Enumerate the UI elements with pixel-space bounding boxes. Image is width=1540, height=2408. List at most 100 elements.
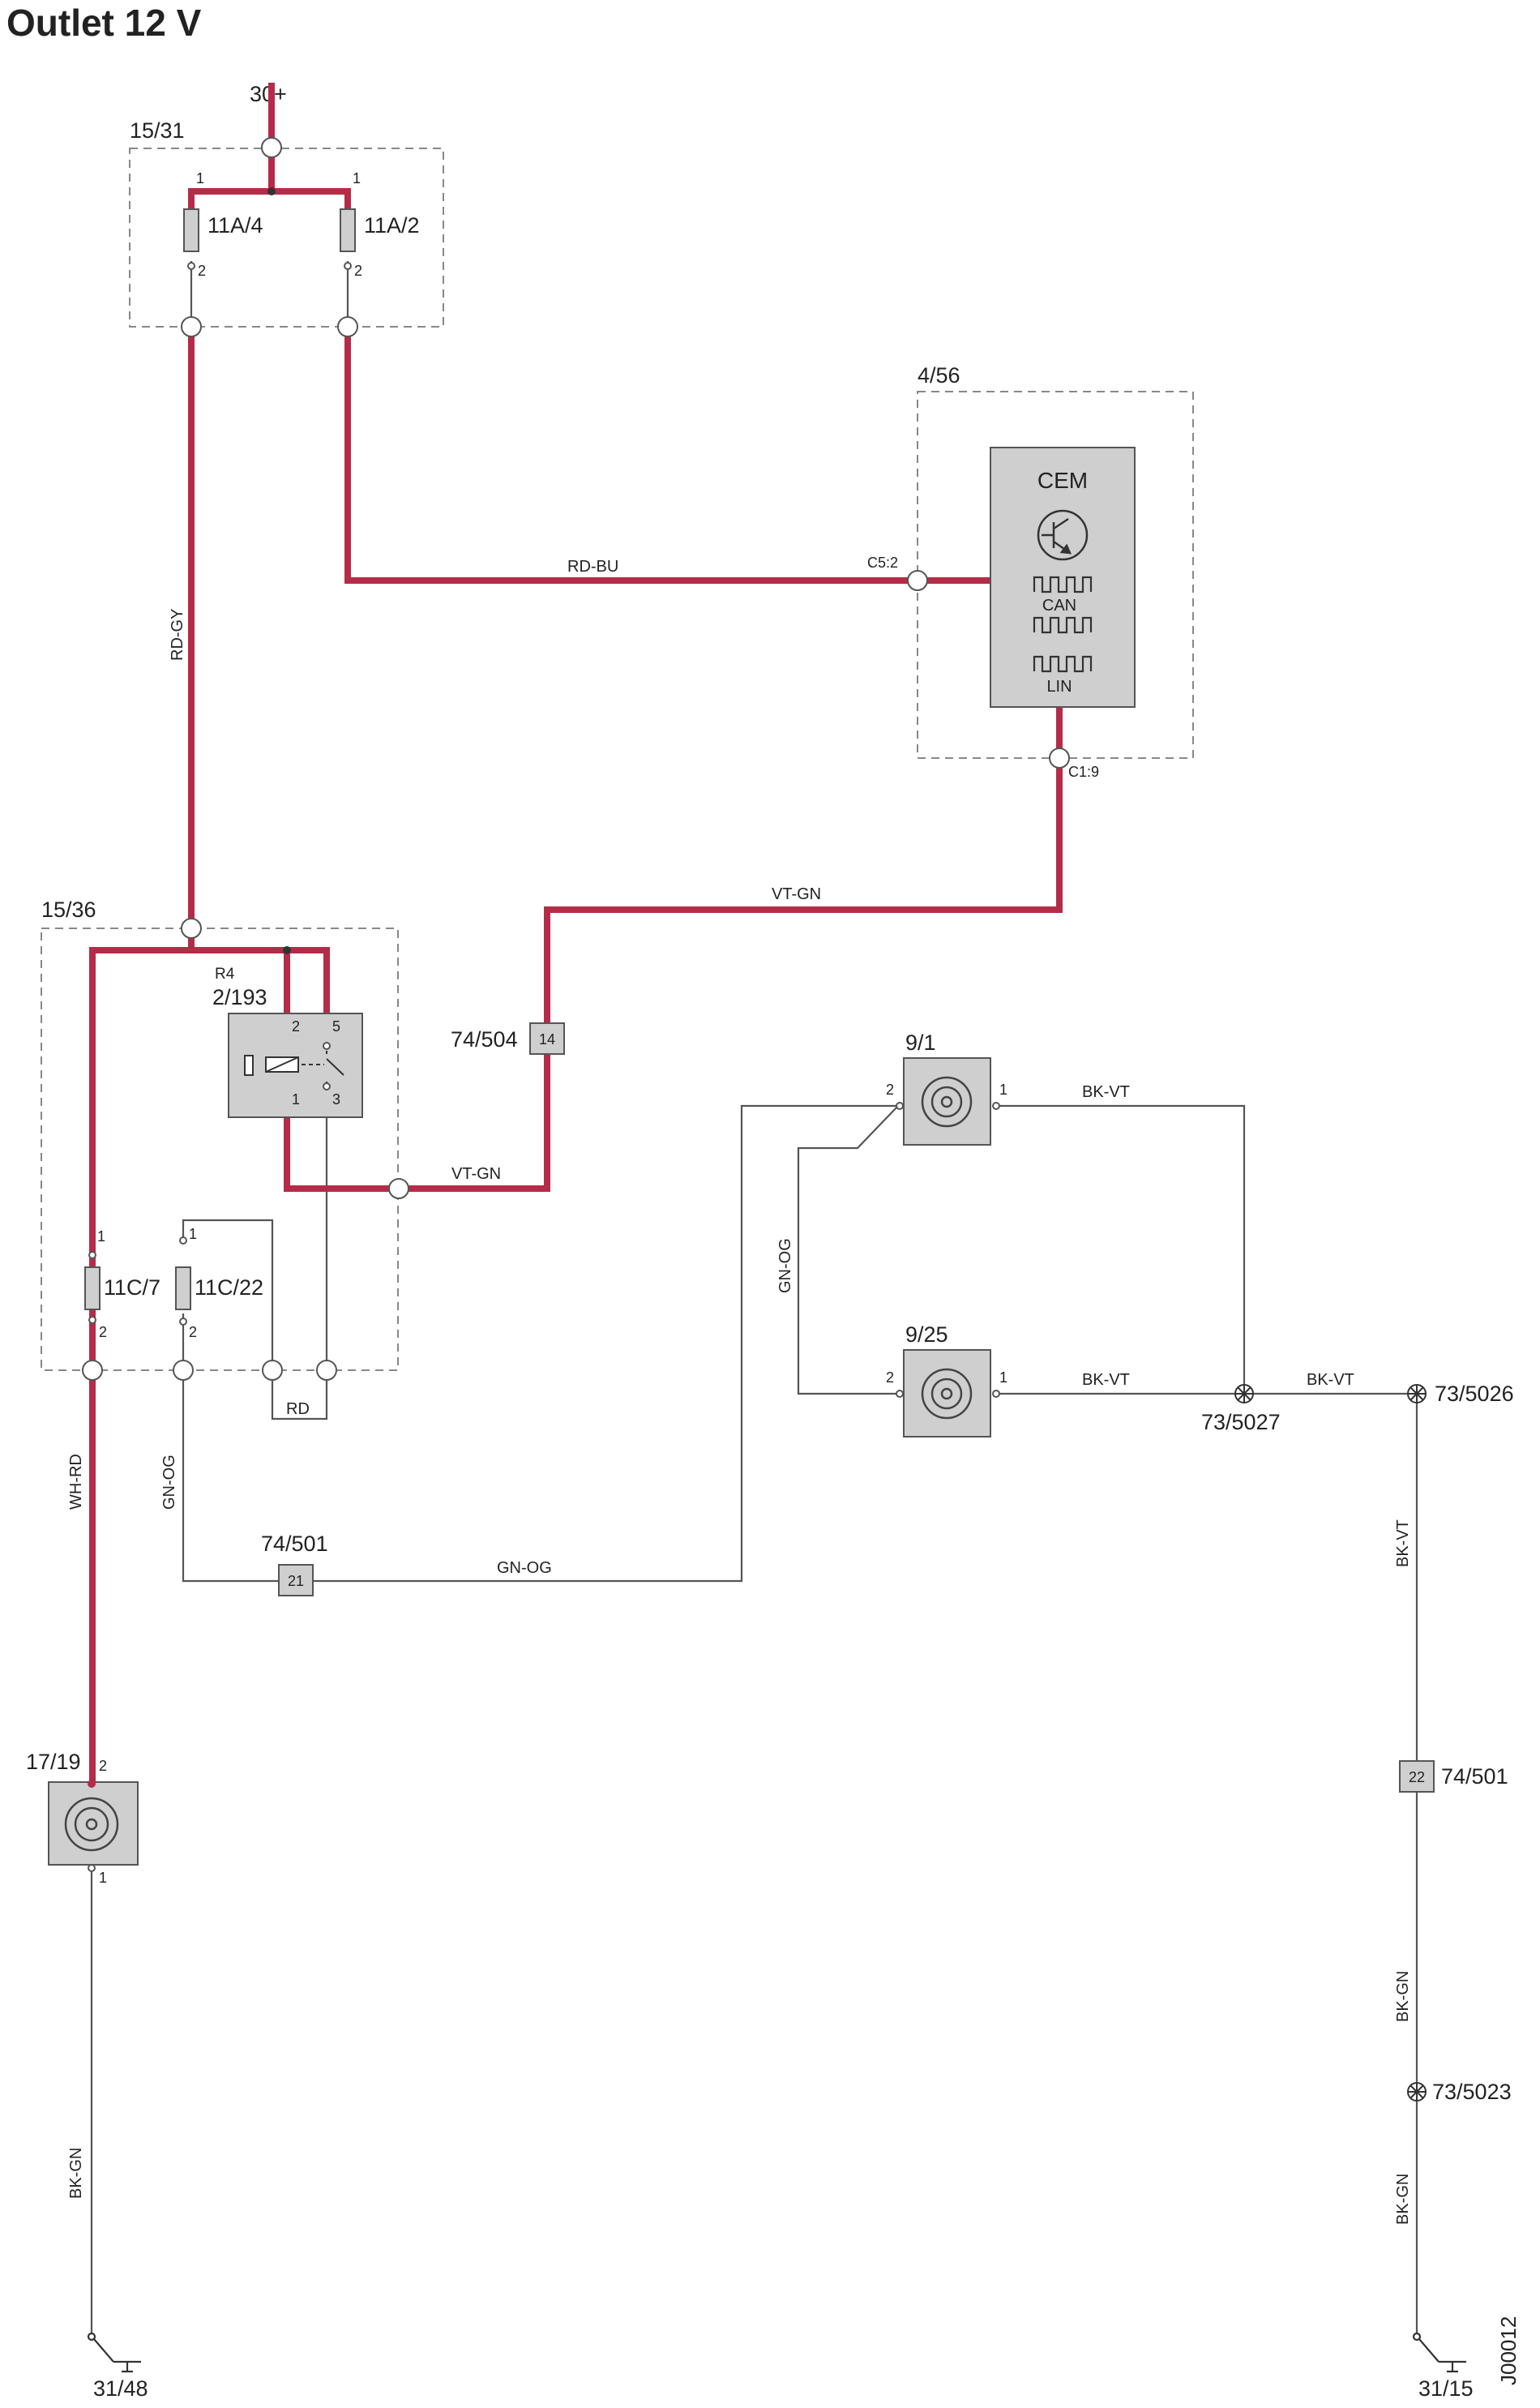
- label-connector-74-501a: 74/501: [261, 1532, 328, 1556]
- label-ground-left: 31/48: [93, 2376, 148, 2401]
- outlet-17-19[interactable]: [48, 1781, 139, 1866]
- pin-11a2-1: 1: [353, 170, 361, 186]
- fuse-11c22-pin2: [179, 1318, 187, 1326]
- wire-box-b-bus: [89, 947, 330, 1370]
- label-wire-gn-og-mid: GN-OG: [776, 1238, 794, 1293]
- label-connector-74-504: 74/504: [451, 1027, 518, 1052]
- pin-9-1-1: 1: [999, 1082, 1007, 1098]
- label-ground-right: 31/15: [1418, 2376, 1474, 2401]
- label-fuse-box-b: 15/36: [41, 898, 96, 922]
- junction-fuse-bus: [267, 187, 276, 195]
- connector-box-b-vt-gn: [388, 1178, 409, 1199]
- cem-module: [990, 447, 1136, 708]
- fuse-box-a-frame: [129, 148, 444, 328]
- wire-gn-og-route: [182, 1104, 898, 1583]
- label-fuse-11a4: 11A/4: [207, 213, 263, 238]
- can-label: CAN: [1042, 597, 1076, 615]
- label-cem-box: 4/56: [918, 363, 960, 388]
- connector-box-b-out3: [262, 1360, 283, 1381]
- label-relay-tag: R4: [215, 966, 235, 983]
- connector-74-501-pin21: [278, 1564, 314, 1596]
- fuse-11c7-pin2: [88, 1316, 96, 1324]
- outlet-socket-icon: [921, 1076, 973, 1128]
- label-wire-vt-gn-bottom: VT-GN: [451, 1165, 501, 1183]
- connector-box-b-out4: [316, 1360, 337, 1381]
- label-relay: 2/193: [212, 985, 267, 1009]
- pin-9-1-2: 2: [886, 1082, 894, 1098]
- label-wire-gn-og-left: GN-OG: [160, 1455, 178, 1510]
- label-wire-vt-gn-top: VT-GN: [772, 885, 821, 903]
- fuse-11a4-pin2: [187, 262, 195, 270]
- fuse-11a2-pin2: [344, 262, 352, 270]
- wire-rd-bu: [344, 327, 918, 584]
- label-wire-bk-gn-left: BK-GN: [67, 2148, 85, 2199]
- wire-bk-vt-front: [999, 1104, 1246, 1394]
- fuse-11c7-pin1: [88, 1251, 96, 1259]
- outlet-socket-icon: [64, 1797, 119, 1852]
- label-wire-rd-gy: RD-GY: [169, 609, 186, 661]
- label-splice-5023: 73/5023: [1432, 2080, 1512, 2104]
- label-fuse-11a2: 11A/2: [364, 213, 420, 238]
- junction-relay-feed: [283, 946, 291, 954]
- document-id: J00012: [1496, 2316, 1521, 2385]
- relay-pin5: [323, 1042, 331, 1050]
- outlet-socket-icon: [921, 1368, 973, 1420]
- label-pin-c1-9: C1:9: [1068, 764, 1099, 780]
- connector-c5-2: [907, 570, 928, 591]
- ground-right-icon: [1412, 2332, 1466, 2373]
- outlet-9-1[interactable]: [903, 1057, 991, 1146]
- transistor-icon: [1037, 509, 1089, 561]
- label-connector-74-501b: 74/501: [1441, 1764, 1508, 1789]
- label-outlet-17-19: 17/19: [26, 1750, 81, 1774]
- wire-rd-link: [271, 1370, 328, 1420]
- pin-connector-74-501b: 22: [1409, 1769, 1425, 1785]
- supply-label: 30+: [250, 82, 287, 106]
- outlet-9-1-pin1: [992, 1102, 1000, 1110]
- outlet-9-25-pin1: [992, 1390, 1000, 1398]
- pin-9-25-2: 2: [886, 1369, 894, 1386]
- pin-relay-1: 1: [292, 1091, 300, 1108]
- label-fuse-11c7: 11C/7: [104, 1275, 160, 1300]
- outlet-9-1-pin2: [896, 1102, 904, 1110]
- pin-11c7-1: 1: [97, 1228, 105, 1245]
- label-wire-rd: RD: [286, 1400, 310, 1418]
- pin-connector-74-501a: 21: [288, 1573, 304, 1589]
- fuse-11a4: [183, 208, 199, 252]
- connector-box-b-out2: [173, 1360, 194, 1381]
- label-splice-5027: 73/5027: [1201, 1410, 1281, 1434]
- label-fuse-box-a: 15/31: [130, 118, 185, 143]
- splice-5026-icon: [1407, 1384, 1427, 1403]
- wire-fuse22-top: [182, 1219, 274, 1370]
- connector-box-b-out1: [82, 1360, 103, 1381]
- label-wire-bk-vt-right: BK-VT: [1307, 1371, 1354, 1389]
- pin-17-19-2: 2: [99, 1758, 107, 1774]
- label-wire-gn-og-bottom: GN-OG: [497, 1559, 552, 1577]
- outlet-17-19-pin2: [88, 1780, 96, 1788]
- pin-9-25-1: 1: [999, 1369, 1007, 1386]
- pin-11c22-1: 1: [189, 1226, 197, 1242]
- connector-box-a-out1: [181, 316, 202, 337]
- relay-pin3: [323, 1082, 331, 1090]
- connector-74-504: [529, 1022, 565, 1055]
- pin-relay-2: 2: [292, 1018, 300, 1035]
- lin-label: LIN: [1046, 678, 1072, 696]
- fuse-11c22: [175, 1266, 191, 1310]
- splice-5027-icon: [1234, 1384, 1254, 1403]
- connector-74-501-pin22: [1399, 1760, 1435, 1793]
- cem-label: CEM: [1037, 468, 1088, 493]
- diagram-title: Outlet 12 V: [6, 2, 202, 44]
- label-wire-bk-gn-right-lower: BK-GN: [1394, 2174, 1412, 2225]
- outlet-9-25[interactable]: [903, 1349, 991, 1438]
- fuse-11c7: [84, 1266, 101, 1310]
- wire-vt-gn: [399, 758, 1063, 1192]
- label-fuse-11c22: 11C/22: [195, 1275, 263, 1300]
- label-wire-bk-vt-vertical: BK-VT: [1394, 1519, 1412, 1567]
- splice-5023-icon: [1407, 2082, 1427, 2102]
- connector-c1-9: [1049, 748, 1070, 769]
- label-outlet-9-25: 9/25: [905, 1322, 948, 1347]
- pin-11a4-2: 2: [198, 263, 206, 279]
- label-outlet-9-1: 9/1: [905, 1030, 936, 1055]
- lin-signal-icon: [1033, 655, 1093, 673]
- label-splice-5026: 73/5026: [1435, 1382, 1514, 1406]
